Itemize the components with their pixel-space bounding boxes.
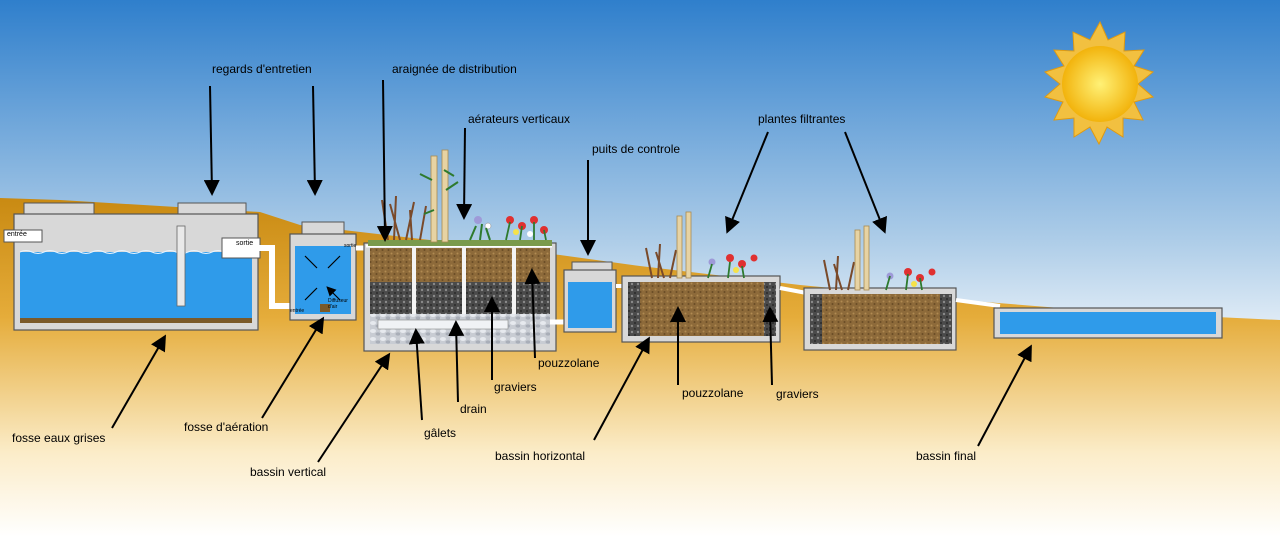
label-aerateurs: aérateurs verticaux	[468, 112, 571, 126]
pipe	[258, 245, 292, 309]
bassin-vertical-structure	[363, 240, 557, 352]
label-galets: gâlets	[424, 426, 457, 440]
plants-horizontal-basin	[645, 211, 758, 279]
label-graviers-horizontal: graviers	[776, 387, 819, 401]
pointer-arrows	[111, 79, 1032, 463]
label-puits: puits de controle	[592, 142, 681, 156]
label-plantes: plantes filtrantes	[758, 112, 846, 126]
label-bassin-horizontal: bassin horizontal	[495, 449, 586, 463]
label-drain: drain	[460, 402, 487, 416]
label-bassin-final: bassin final	[916, 449, 977, 463]
label-pouzzolane-horizontal: pouzzolane	[682, 386, 744, 400]
label-entree-aeration: entrée	[290, 308, 305, 314]
label-pouzzolane-vertical: pouzzolane	[538, 356, 600, 370]
fosse-aeration-tank	[289, 221, 357, 321]
label-bassin-vertical: bassin vertical	[250, 465, 327, 479]
puits-de-controle-tank	[563, 261, 617, 333]
label-entree: entrée	[7, 231, 27, 238]
label-regards: regards d'entretien	[212, 62, 312, 76]
second-planted-basin-structure	[803, 287, 957, 351]
plants-second-basin	[823, 225, 936, 291]
fosse-eaux-grises-tank	[3, 202, 261, 331]
sun-icon	[1043, 20, 1155, 146]
label-fosse-eaux: fosse eaux grises	[12, 431, 106, 445]
label-araignee: araignée de distribution	[392, 62, 517, 76]
bassin-horizontal-structure	[621, 275, 781, 343]
label-sortie: sortie	[236, 240, 254, 247]
label-graviers-vertical: graviers	[494, 380, 537, 394]
label-sortie-aeration: sortie	[344, 243, 357, 249]
label-diffuseur: Diffuseur d'air	[328, 298, 348, 310]
bassin-final-structure	[993, 307, 1223, 339]
pipe-6	[955, 298, 1001, 308]
label-fosse-aeration: fosse d'aération	[184, 420, 269, 434]
